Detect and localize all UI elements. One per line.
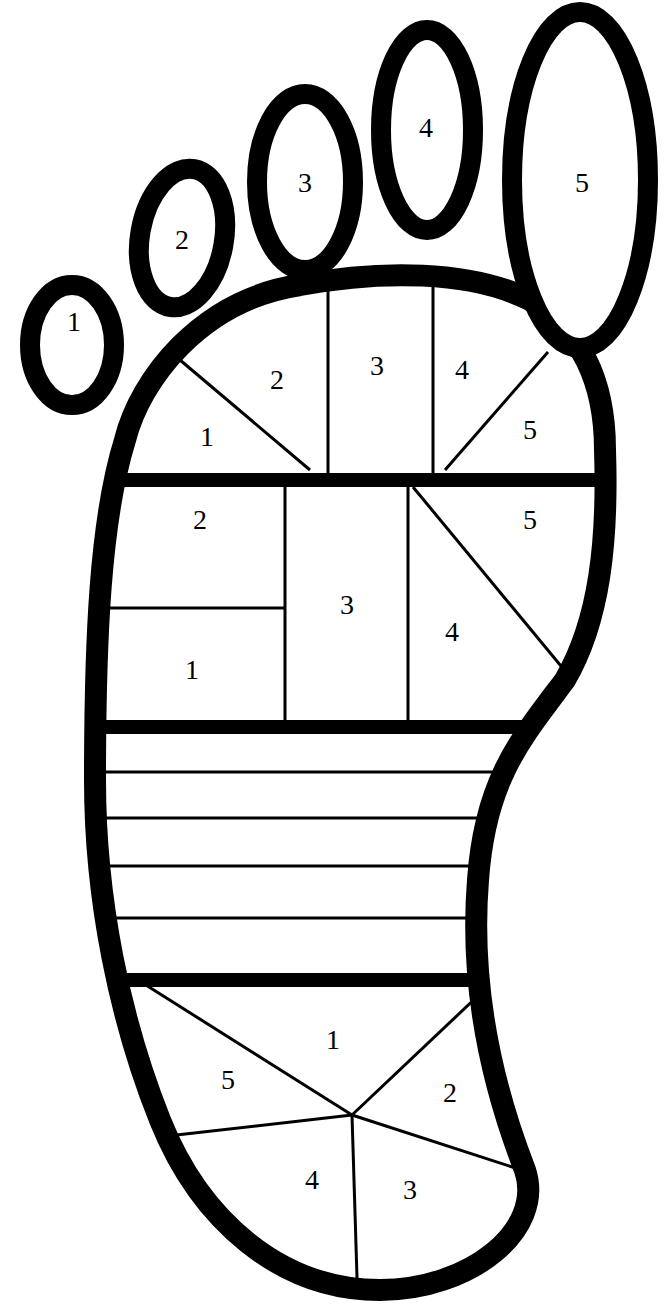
zone-number: 2	[443, 1079, 457, 1107]
zone-number: 1	[200, 423, 214, 451]
zone-lines	[60, 270, 640, 1305]
zone-number: 5	[221, 1066, 235, 1094]
zone-number: 3	[340, 591, 354, 619]
toe-outline	[30, 285, 114, 405]
zone-number: 4	[419, 114, 433, 142]
zone-number: 5	[523, 506, 537, 534]
toe-outline	[128, 162, 235, 314]
zone-number: 3	[403, 1176, 417, 1204]
foot-sole	[95, 275, 606, 1290]
foot-outline	[95, 275, 606, 1290]
zone-number: 1	[326, 1026, 340, 1054]
zone-number: 2	[193, 506, 207, 534]
toe-outline	[257, 94, 353, 270]
toe-outline	[512, 12, 648, 348]
zone-number: 5	[575, 169, 589, 197]
zone-number: 4	[445, 618, 459, 646]
toe-outline	[381, 30, 473, 230]
zone-number: 5	[523, 416, 537, 444]
zone-number: 1	[185, 656, 199, 684]
zone-number: 3	[298, 169, 312, 197]
zone-number: 4	[455, 356, 469, 384]
toes	[30, 12, 648, 405]
zone-number: 3	[370, 352, 384, 380]
zone-number: 2	[270, 366, 284, 394]
zone-number: 1	[67, 308, 81, 336]
zone-number: 4	[305, 1166, 319, 1194]
zone-number: 2	[175, 226, 189, 254]
